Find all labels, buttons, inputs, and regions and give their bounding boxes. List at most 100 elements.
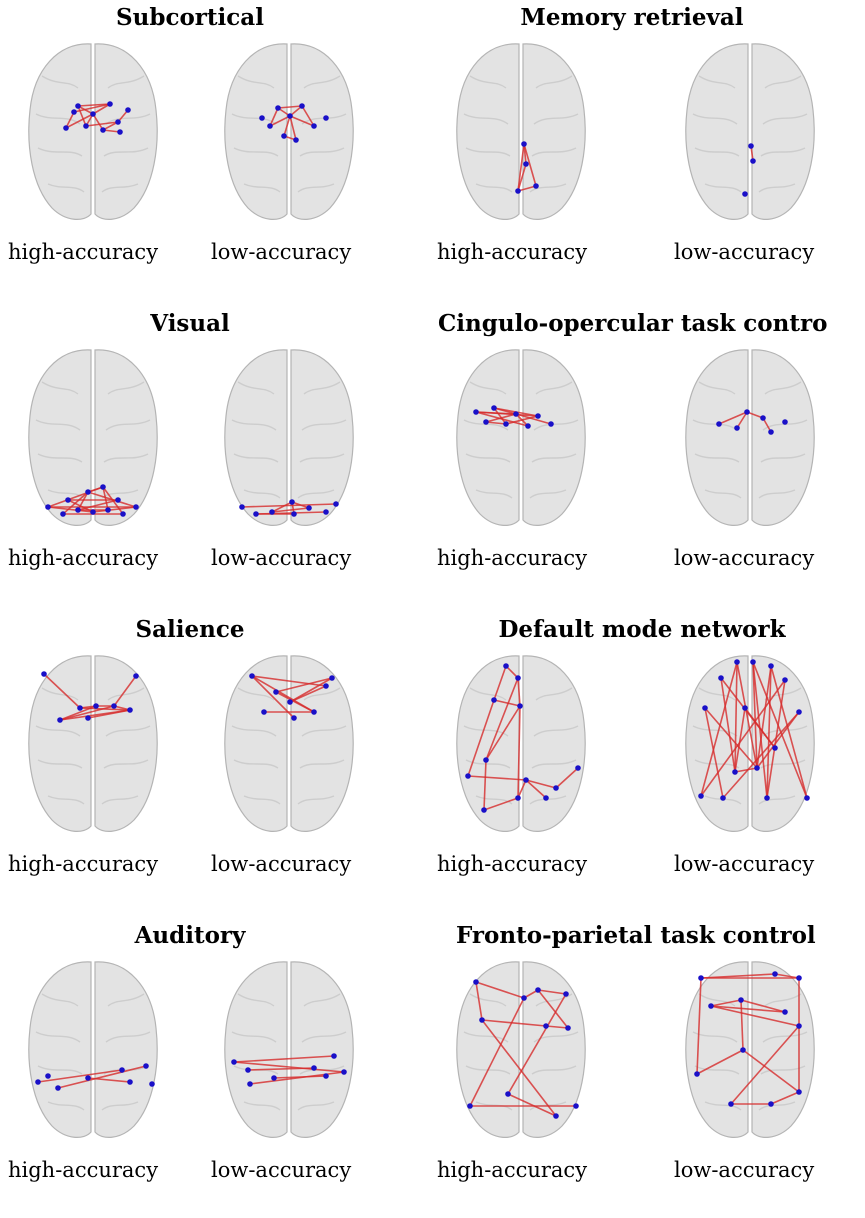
region-node <box>565 1025 571 1031</box>
brain-network-graphic <box>214 954 364 1144</box>
region-node <box>35 1079 41 1085</box>
caption-low-accuracy: low-accuracy <box>211 546 351 570</box>
brain-network-graphic <box>675 342 825 532</box>
brain-low-accuracy <box>675 648 825 838</box>
region-node <box>231 1059 237 1065</box>
region-node <box>804 795 810 801</box>
region-node <box>341 1069 347 1075</box>
region-node <box>708 1003 714 1009</box>
region-node <box>702 705 708 711</box>
region-node <box>505 1091 511 1097</box>
region-node <box>83 123 89 129</box>
region-node <box>275 105 281 111</box>
region-node <box>261 709 267 715</box>
brain-network-graphic <box>18 36 168 226</box>
caption-high-accuracy: high-accuracy <box>437 546 587 570</box>
panel-fronto-parietal: Fronto-parietal task control high-accura… <box>432 918 862 1218</box>
panel-title: Visual <box>0 310 380 337</box>
region-node <box>473 409 479 415</box>
region-node <box>85 1075 91 1081</box>
region-node <box>760 415 766 421</box>
region-node <box>548 421 554 427</box>
region-node <box>287 113 293 119</box>
region-node <box>483 757 489 763</box>
region-node <box>41 671 47 677</box>
region-node <box>503 421 509 427</box>
region-node <box>120 511 126 517</box>
region-node <box>734 659 740 665</box>
region-node <box>543 1023 549 1029</box>
region-node <box>491 697 497 703</box>
region-node <box>85 489 91 495</box>
region-node <box>523 777 529 783</box>
panel-salience: Salience high-accuracy low-accuracy <box>0 612 430 912</box>
caption-low-accuracy: low-accuracy <box>674 852 814 876</box>
region-node <box>473 979 479 985</box>
region-node <box>311 709 317 715</box>
region-node <box>573 1103 579 1109</box>
region-node <box>796 1023 802 1029</box>
region-node <box>323 509 329 515</box>
panel-visual: Visual high-accuracy low-accuracy <box>0 306 430 606</box>
region-node <box>311 1065 317 1071</box>
caption-high-accuracy: high-accuracy <box>437 240 587 264</box>
region-node <box>742 705 748 711</box>
region-node <box>100 484 106 490</box>
region-node <box>698 793 704 799</box>
region-node <box>245 1067 251 1073</box>
caption-low-accuracy: low-accuracy <box>674 1158 814 1182</box>
panel-title: Fronto-parietal task control <box>456 922 816 949</box>
region-node <box>563 991 569 997</box>
region-node <box>515 795 521 801</box>
region-node <box>111 703 117 709</box>
region-node <box>133 673 139 679</box>
region-node <box>85 715 91 721</box>
region-node <box>269 509 275 515</box>
region-node <box>491 405 497 411</box>
region-node <box>125 107 131 113</box>
caption-high-accuracy: high-accuracy <box>437 1158 587 1182</box>
region-node <box>467 1103 473 1109</box>
region-node <box>521 995 527 1001</box>
panel-title: Cingulo-opercular task contro <box>438 310 827 337</box>
brain-high-accuracy <box>18 36 168 226</box>
region-node <box>782 677 788 683</box>
region-node <box>517 703 523 709</box>
region-node <box>45 1073 51 1079</box>
region-node <box>734 425 740 431</box>
region-node <box>742 191 748 197</box>
region-node <box>329 675 335 681</box>
region-node <box>291 715 297 721</box>
region-node <box>293 137 299 143</box>
panel-title: Default mode network <box>452 616 832 643</box>
region-node <box>149 1081 155 1087</box>
region-node <box>107 101 113 107</box>
region-node <box>271 1075 277 1081</box>
region-node <box>323 1073 329 1079</box>
brain-high-accuracy <box>18 342 168 532</box>
region-node <box>55 1085 61 1091</box>
region-node <box>115 119 121 125</box>
region-node <box>117 129 123 135</box>
region-node <box>718 675 724 681</box>
region-node <box>483 419 489 425</box>
brain-network-graphic <box>18 648 168 838</box>
region-node <box>513 411 519 417</box>
brain-network-graphic <box>18 954 168 1144</box>
region-node <box>796 975 802 981</box>
region-node <box>77 705 83 711</box>
panel-title: Auditory <box>0 922 380 949</box>
region-node <box>71 109 77 115</box>
brain-network-graphic <box>446 342 596 532</box>
region-node <box>100 127 106 133</box>
brain-network-graphic <box>214 342 364 532</box>
caption-low-accuracy: low-accuracy <box>211 852 351 876</box>
region-node <box>75 507 81 513</box>
region-node <box>115 497 121 503</box>
region-node <box>782 419 788 425</box>
brain-low-accuracy <box>214 342 364 532</box>
region-node <box>698 975 704 981</box>
region-node <box>63 125 69 131</box>
region-node <box>143 1063 149 1069</box>
region-node <box>575 765 581 771</box>
